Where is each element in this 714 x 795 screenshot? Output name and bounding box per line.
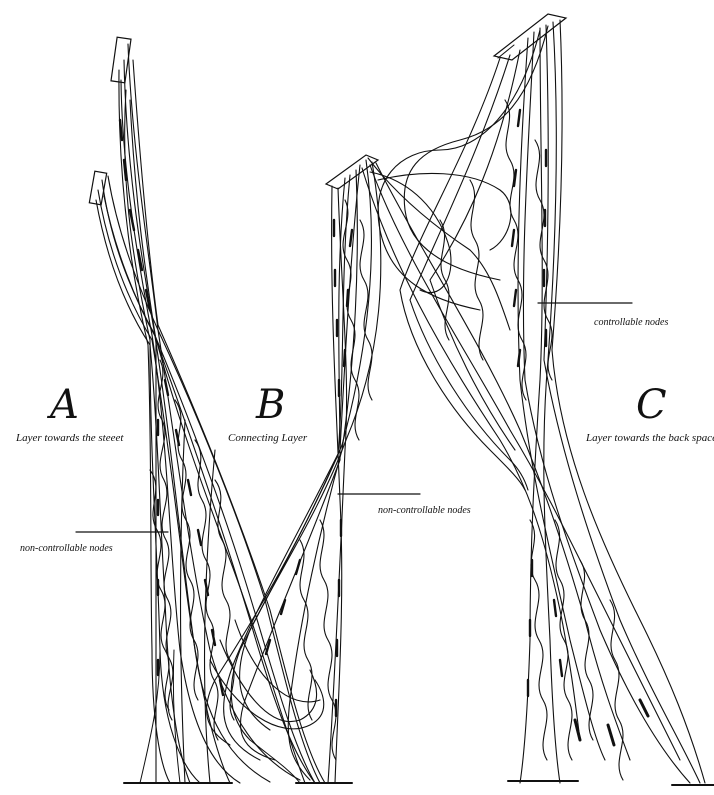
tower-a-strands [89,37,325,783]
layer-a-letter: A [50,385,80,425]
layer-a-description: Layer towards the steeet [16,432,123,444]
annotation-left: non-controllable nodes [20,543,113,554]
tower-b-strands [207,155,511,783]
layer-c-description: Layer towards the back space [586,432,714,444]
annotation-middle: non-controllable nodes [378,505,471,516]
layer-b-letter: B [256,385,286,425]
layer-b-description: Connecting Layer [228,432,307,444]
annotation-right: controllable nodes [594,317,668,328]
layer-c-letter: C [636,385,668,425]
